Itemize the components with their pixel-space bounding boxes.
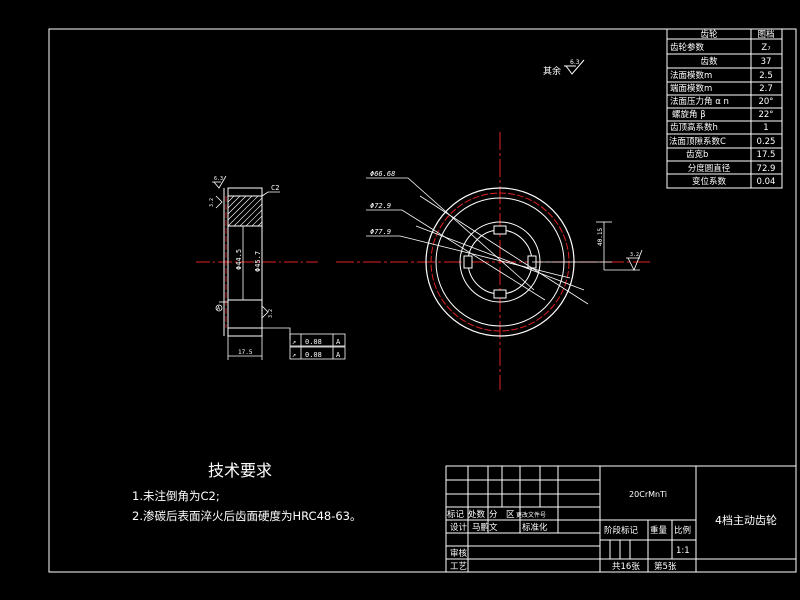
dim-pitch-diameter: Φ72.9 xyxy=(370,202,391,210)
param-label: 法面压力角 α n xyxy=(670,96,729,107)
roughness-rest-value: 6.3 xyxy=(570,59,580,66)
dim-bore-b: Φ45.7 xyxy=(254,251,262,272)
tb-zone2: 区 xyxy=(506,510,515,520)
param-value: 0.04 xyxy=(757,177,776,187)
tb-sheet-no: 第5张 xyxy=(654,561,677,572)
tolerance-value: 0.08 xyxy=(305,338,322,346)
tech-req-item: 1.未注倒角为C2; xyxy=(132,489,220,503)
param-value: 20° xyxy=(758,97,773,107)
param-label: 端面模数m xyxy=(670,83,712,94)
tb-sheets: 共16张 xyxy=(612,562,640,572)
tolerance-symbol-icon: ↗ xyxy=(292,338,296,346)
param-label: 齿轮参数 xyxy=(670,42,705,53)
param-value: 2.5 xyxy=(759,71,773,81)
param-label: 齿顶高系数h xyxy=(670,122,718,133)
tb-scale-label: 比例 xyxy=(674,525,691,536)
front-view: Φ66.68 Φ72.9 Φ77.9 40.15 3.2 xyxy=(336,132,650,390)
tb-mark: 标记 xyxy=(447,509,465,520)
keyway-dim: 40.15 xyxy=(597,228,604,246)
tolerance-symbol-icon: ↗ xyxy=(292,351,296,359)
dim-root-diameter: Φ66.68 xyxy=(370,170,395,178)
params-header-0: 齿轮 xyxy=(700,29,718,40)
param-value: 22° xyxy=(758,110,773,120)
tolerance-datum: A xyxy=(336,338,341,346)
param-value: 72.9 xyxy=(757,164,776,174)
param-value: Z₇ xyxy=(761,43,771,53)
params-header-1: 图档 xyxy=(757,29,774,40)
width-dim: 17.5 xyxy=(238,349,253,356)
roughness-right: 3.2 xyxy=(630,252,639,258)
tech-req-item: 2.渗碳后表面淬火后齿面硬度为HRC48-63。 xyxy=(132,509,361,523)
roughness-symbol-icon xyxy=(261,305,269,319)
tb-stage-mark: 阶段标记 xyxy=(604,525,639,536)
tb-zone: 分 xyxy=(489,510,498,520)
param-value: 2.7 xyxy=(759,84,773,94)
roughness-symbol-icon xyxy=(626,249,643,271)
rest-finish-label: 其余 xyxy=(543,65,561,77)
param-label: 齿宽b xyxy=(686,149,708,160)
param-value: 17.5 xyxy=(757,150,776,160)
tech-req-title: 技术要求 xyxy=(208,461,272,480)
roughness-symbol-icon xyxy=(212,175,227,189)
param-value: 0.25 xyxy=(757,137,776,147)
tb-standardize: 标准化 xyxy=(522,522,548,533)
roughness-side: 3.2 xyxy=(209,198,215,207)
tb-scale: 1:1 xyxy=(676,546,690,556)
param-label: 法面模数m xyxy=(670,70,712,81)
material-label: 20CrMnTi xyxy=(629,490,667,499)
dim-tip-diameter: Φ77.9 xyxy=(370,228,391,236)
datum-marker-icon xyxy=(215,301,228,312)
tb-designer: 马鹏文 xyxy=(472,522,498,533)
tolerance-datum: A xyxy=(336,351,341,359)
param-value: 37 xyxy=(761,57,772,67)
roughness-bottom: 3.2 xyxy=(268,309,274,318)
roughness-symbol-icon xyxy=(564,59,585,75)
tb-process: 工艺 xyxy=(450,562,467,572)
tb-count: 处数 xyxy=(468,509,486,520)
drawing-border xyxy=(48,28,797,573)
param-value: 1 xyxy=(763,123,768,133)
param-label: 分度圆直径 xyxy=(688,163,731,174)
tb-review: 审核 xyxy=(450,548,468,559)
section-view: Φ44.5 Φ45.7 C2 6.3 3.2 3.2 A 17 xyxy=(196,175,346,360)
datum-label: A xyxy=(217,306,220,312)
tb-design: 设计 xyxy=(450,522,468,533)
tolerance-value: 0.08 xyxy=(305,351,322,359)
tb-weight: 重量 xyxy=(650,525,668,536)
title-block xyxy=(445,465,797,573)
tb-change-doc: 更改文件号 xyxy=(516,511,546,519)
param-label: 法面顶隙系数C xyxy=(669,136,726,147)
roughness-top: 6.3 xyxy=(214,176,223,182)
roughness-symbol-icon xyxy=(215,195,223,209)
dim-bore-a: Φ44.5 xyxy=(235,249,243,270)
part-name: 4档主动齿轮 xyxy=(715,513,777,527)
chamfer-label: C2 xyxy=(271,184,279,192)
param-label: 螺旋角 β xyxy=(672,109,706,120)
param-label: 变位系数 xyxy=(692,176,727,187)
param-label: 齿数 xyxy=(700,56,718,67)
params-table xyxy=(666,28,783,189)
